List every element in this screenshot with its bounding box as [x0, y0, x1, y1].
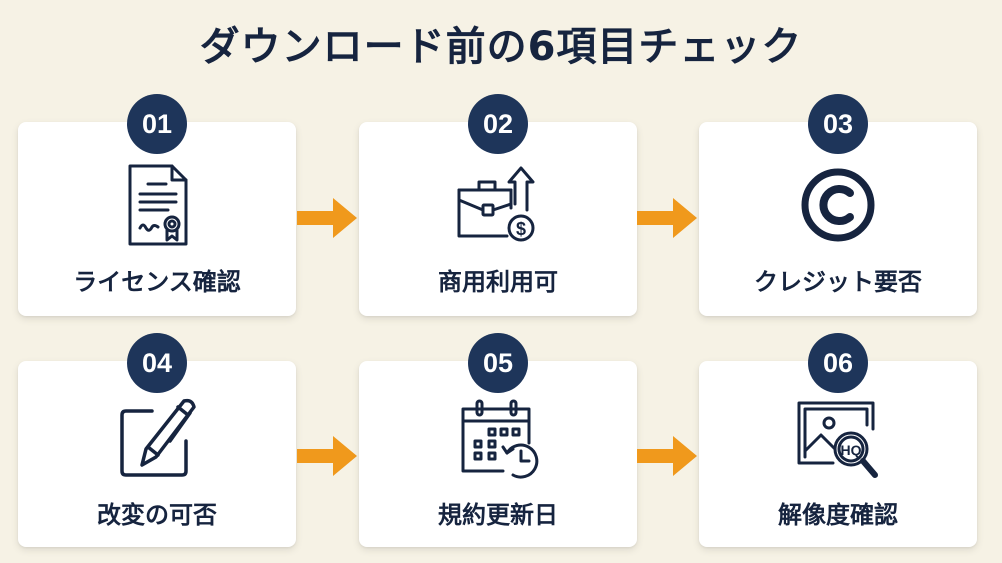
step-card-modification: 04 改変の可否: [18, 333, 296, 547]
copyright-icon: [793, 160, 883, 250]
image-hq-magnifier-icon: HQ: [793, 395, 883, 485]
step-label: 規約更新日: [438, 501, 558, 529]
arrow-right-icon: [297, 434, 359, 478]
dollar-sign: $: [516, 219, 526, 239]
step-card-credit: 03 クレジット要否: [699, 94, 977, 316]
step-label: ライセンス確認: [73, 268, 241, 296]
step-number-badge: 06: [808, 333, 868, 393]
arrow-right-icon: [637, 196, 699, 240]
step-number-badge: 02: [468, 94, 528, 154]
step-label: 改変の可否: [97, 501, 217, 529]
edit-pencil-icon: [112, 395, 202, 485]
step-number-badge: 04: [127, 333, 187, 393]
license-document-icon: [112, 160, 202, 250]
page-title: ダウンロード前の6項目チェック: [199, 24, 803, 70]
step-label: 解像度確認: [778, 501, 898, 529]
step-label: 商用利用可: [438, 268, 558, 296]
step-number-badge: 03: [808, 94, 868, 154]
step-number-badge: 01: [127, 94, 187, 154]
arrow-right-icon: [637, 434, 699, 478]
step-card-terms-update: 05 規約更新日: [359, 333, 637, 547]
step-label: クレジット要否: [754, 268, 922, 296]
step-card-commercial-use: 02 $ 商用利用可: [359, 94, 637, 316]
step-card-resolution: 06 HQ 解像度確認: [699, 333, 977, 547]
briefcase-dollar-icon: $: [453, 160, 543, 250]
step-number-badge: 05: [468, 333, 528, 393]
step-card-license: 01 ライセンス確認: [18, 94, 296, 316]
calendar-clock-icon: [453, 395, 543, 485]
arrow-right-icon: [297, 196, 359, 240]
hq-text: HQ: [841, 442, 862, 458]
